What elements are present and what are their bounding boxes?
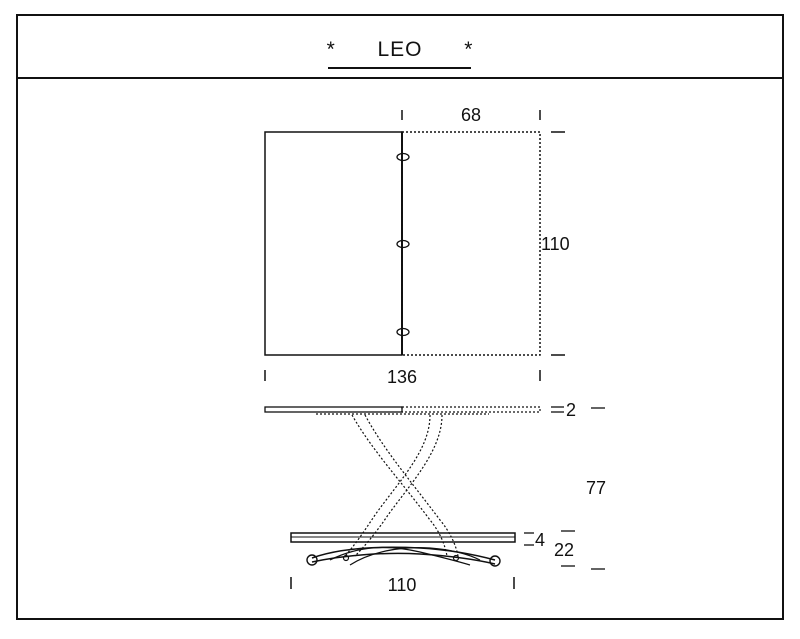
title-asterisk-left: * (326, 38, 336, 61)
extended-length-dimension (264, 370, 541, 381)
base-length-label: 110 (388, 575, 417, 595)
header-divider (16, 77, 784, 79)
raised-leg-left-b (364, 414, 459, 557)
lowered-cross-a (329, 546, 471, 566)
raised-leg-right-b (354, 414, 443, 557)
table-top-raised-extension (401, 406, 541, 413)
base-thickness-dimension (524, 530, 575, 546)
wheel-right (489, 555, 501, 567)
title-asterisk-right: * (464, 38, 474, 61)
top-thickness-label: 2 (566, 400, 576, 420)
title-underline (328, 67, 471, 69)
top-view (264, 131, 541, 356)
product-name: LEO (377, 38, 423, 61)
wheel-mid-left (342, 554, 350, 562)
wheel-mid-right (452, 554, 460, 562)
extension-width-dimension (401, 110, 541, 120)
min-height-label: 22 (554, 540, 574, 560)
lowered-cross-b (349, 547, 481, 566)
max-height-label: 77 (586, 478, 606, 498)
extended-length-label: 136 (387, 367, 417, 387)
raised-leg-left-a (351, 414, 448, 557)
top-thickness-dimension (551, 406, 605, 413)
wheel-left (306, 554, 318, 566)
min-height-dimension (561, 565, 605, 570)
base-length-dimension (290, 577, 515, 589)
lowered-leg-right (311, 552, 496, 565)
hinge-bottom (396, 327, 410, 337)
extension-panel-dotted (401, 131, 541, 356)
depth-dimension (551, 131, 565, 356)
side-view (264, 406, 541, 567)
table-top-raised (264, 406, 403, 413)
product-title: * LEO * (0, 38, 800, 62)
drawing-frame (16, 14, 784, 620)
raised-leg-right-a (344, 414, 431, 557)
hinge-top (396, 152, 410, 162)
depth-label: 110 (541, 234, 570, 254)
hinge-middle (396, 239, 410, 249)
base-thickness-label: 4 (535, 530, 545, 550)
fixed-top-panel (264, 131, 403, 356)
extension-width-label: 68 (461, 105, 481, 125)
